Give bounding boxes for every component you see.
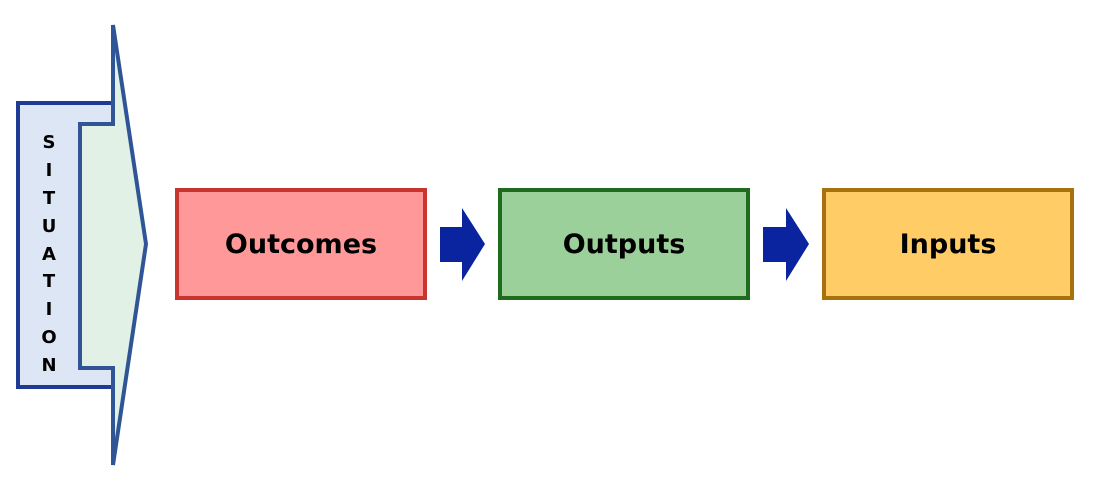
situation-letter: O bbox=[41, 327, 57, 349]
situation-letter: U bbox=[41, 215, 57, 237]
outcomes-box: Outcomes bbox=[175, 188, 427, 300]
situation-letter: A bbox=[42, 243, 56, 265]
arrow-outputs-to-inputs-icon bbox=[763, 208, 809, 281]
inputs-box: Inputs bbox=[822, 188, 1074, 300]
situation-letter: I bbox=[45, 299, 53, 321]
outputs-box: Outputs bbox=[498, 188, 750, 300]
outcomes-label: Outcomes bbox=[224, 228, 378, 260]
outputs-label: Outputs bbox=[562, 228, 686, 260]
inputs-label: Inputs bbox=[899, 228, 997, 260]
situation-letter: S bbox=[42, 132, 56, 153]
situation-chevron-arrow bbox=[78, 24, 149, 466]
situation-letter: N bbox=[41, 355, 57, 376]
situation-letter: T bbox=[42, 271, 56, 293]
situation-vertical-label: S I T U A T I O N bbox=[18, 132, 80, 377]
arrow-outcomes-to-outputs-icon bbox=[440, 208, 485, 281]
situation-letter: T bbox=[42, 187, 56, 209]
situation-letter: I bbox=[45, 159, 53, 181]
